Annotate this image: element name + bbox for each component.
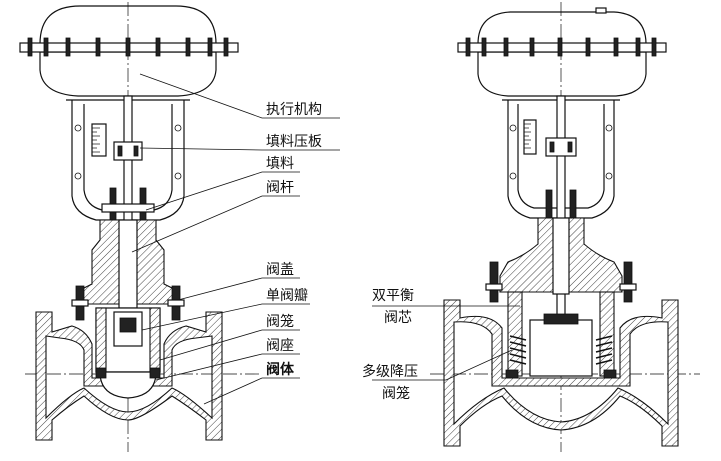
label-packing: 填料	[266, 156, 294, 172]
label-multi-stage-cage-line2: 阀笼	[382, 385, 410, 402]
label-actuator: 执行机构	[266, 102, 322, 118]
label-single-plug: 单阀瓣	[266, 288, 308, 304]
label-seat: 阀座	[266, 338, 294, 354]
label-balanced-plug-line1: 双平衡	[372, 288, 414, 304]
left-leader-lines	[131, 73, 340, 405]
label-packing-gland: 填料压板	[266, 134, 322, 150]
label-bonnet: 阀盖	[266, 262, 294, 278]
right-actuator-bolts	[465, 37, 657, 57]
actuator-bolts	[27, 37, 229, 57]
left-valve-drawing	[19, 2, 340, 452]
label-body: 阀体	[266, 361, 295, 378]
right-leader-lines	[372, 305, 520, 381]
label-stem: 阀杆	[266, 180, 294, 196]
label-multi-stage-cage-line1: 多级降压	[362, 363, 418, 380]
label-cage: 阀笼	[266, 313, 294, 330]
right-valve-drawing	[372, 2, 700, 452]
multi-stage-cage-slots	[509, 335, 613, 365]
label-balanced-plug-line2: 阀芯	[384, 310, 412, 326]
